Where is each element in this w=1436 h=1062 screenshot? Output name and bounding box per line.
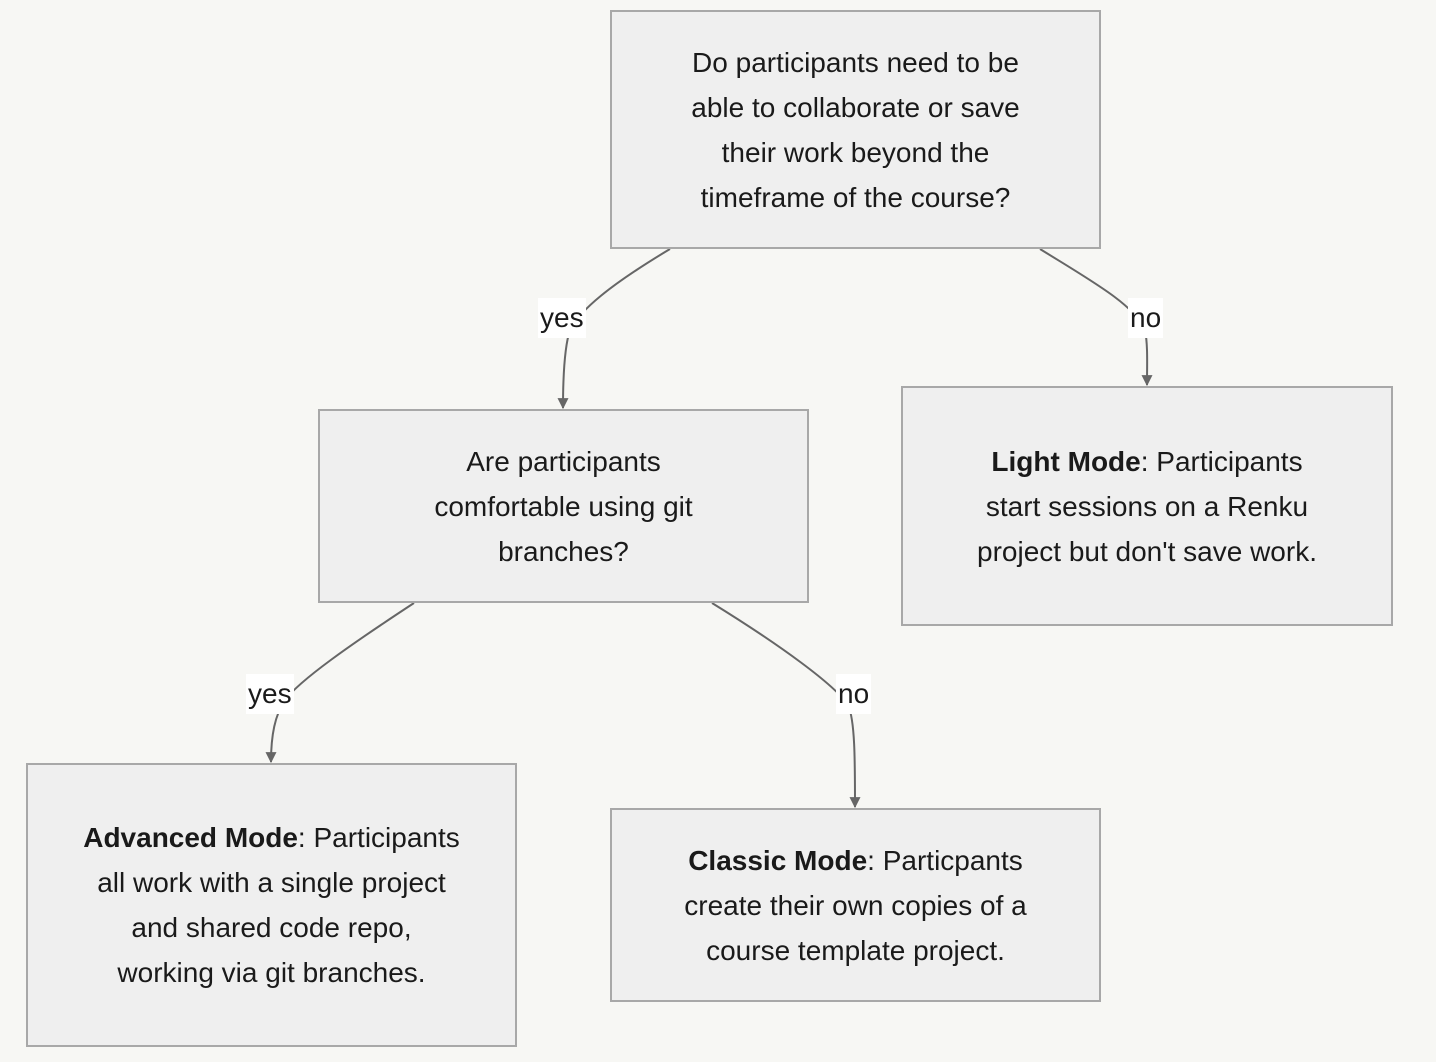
edge-label-q2-no: no	[836, 674, 872, 714]
light-mode-node: Light Mode: Participants start sessions …	[901, 386, 1393, 626]
classic-mode-description: : Particpants create their own copies of…	[684, 844, 1027, 966]
question-collaborate-text: Do participants need to be able to colla…	[691, 46, 1020, 213]
advanced-mode-title: Advanced Mode	[83, 822, 298, 853]
question-collaborate-node: Do participants need to be able to colla…	[610, 10, 1101, 249]
question-git-branches-text: Are participants comfortable using git b…	[434, 445, 693, 567]
light-mode-text: Light Mode: Participants start sessions …	[965, 439, 1329, 574]
classic-mode-title: Classic Mode	[688, 844, 868, 876]
light-mode-description: : Participants start sessions on a Renku…	[977, 445, 1317, 567]
advanced-mode-text: Advanced Mode: Participants all work wit…	[80, 815, 463, 995]
question-git-branches-node: Are participants comfortable using git b…	[318, 409, 809, 603]
edge-label-q2-yes: yes	[246, 674, 294, 714]
advanced-mode-node: Advanced Mode: Participants all work wit…	[26, 763, 517, 1047]
classic-mode-node: Classic Mode: Particpants create their o…	[610, 808, 1101, 1002]
edge-label-q1-no: no	[1128, 298, 1164, 338]
classic-mode-text: Classic Mode: Particpants create their o…	[668, 838, 1043, 973]
light-mode-title: Light Mode	[991, 445, 1141, 477]
advanced-mode-description: : Participants all work with a single pr…	[97, 822, 460, 988]
edge-q2-no	[711, 602, 861, 809]
edge-label-q1-yes: yes	[538, 298, 586, 338]
